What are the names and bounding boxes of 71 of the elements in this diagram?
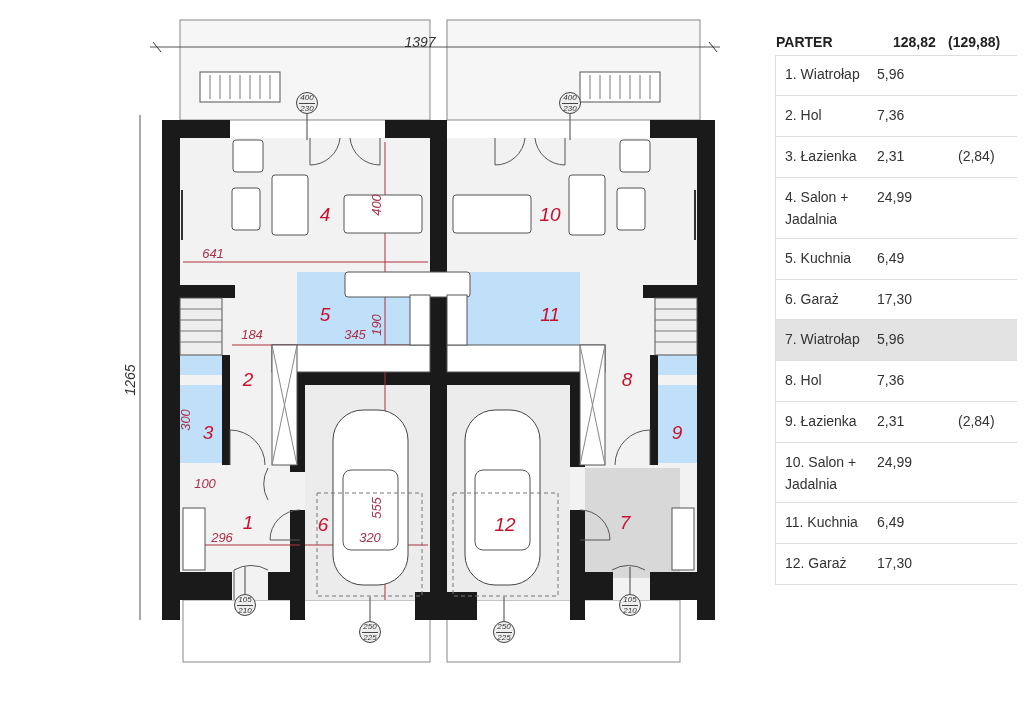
area-value: 17,30 [877, 290, 913, 309]
area-value: (2,84) [958, 412, 995, 431]
area-value: 5,96 [877, 330, 905, 349]
door-size-number: 230 [562, 104, 578, 114]
room-number: 10 [539, 204, 561, 226]
area-value: 6,49 [877, 513, 905, 532]
area-value: 5,96 [877, 65, 905, 84]
area-value: 2,31 [877, 147, 905, 166]
room-name: 2. Hol [785, 106, 823, 125]
dimension-label: 555 [368, 497, 384, 519]
leader-line [503, 596, 505, 622]
area-value: 2,31 [877, 412, 905, 431]
dimension-label: 320 [359, 529, 381, 545]
area-value: 17,30 [877, 554, 913, 573]
dimension-label: 641 [202, 245, 224, 261]
area-value: 7,36 [877, 106, 905, 125]
door-size-number: 230 [299, 104, 315, 114]
room-number: 9 [671, 422, 683, 444]
area-value: 24,99 [877, 188, 913, 207]
leader-line [629, 566, 631, 595]
dimension-label: 296 [211, 529, 233, 545]
door-size-number: 105 [622, 595, 638, 606]
room-name: 7. Wiatrołap [785, 330, 861, 349]
table-heading: PARTER [776, 33, 833, 52]
dimension-label: 1265 [122, 364, 138, 396]
area-value: 6,49 [877, 249, 905, 268]
dimension-label: 300 [177, 409, 193, 431]
room-number: 5 [319, 304, 331, 326]
room-name: 11. Kuchnia [785, 513, 859, 532]
room-name: 3. Łazienka [785, 147, 858, 166]
room-name: 4. Salon + Jadalnia [785, 188, 850, 229]
door-size-number: 400 [562, 93, 578, 104]
room-number: 1 [242, 512, 254, 534]
door-size-number: 250 [496, 622, 512, 633]
dimension-label: 345 [344, 326, 366, 342]
room-number: 3 [202, 422, 214, 444]
room-number: 2 [242, 369, 254, 391]
door-size-number: 250 [362, 622, 378, 633]
dimension-label: 1397 [404, 34, 436, 50]
door-size-number: 210 [622, 606, 638, 616]
door-size-number: 105 [237, 595, 253, 606]
dimension-label: 190 [368, 314, 384, 336]
dimension-label: 100 [194, 475, 216, 491]
room-name: 5. Kuchnia [785, 249, 853, 268]
door-size-number: 225 [496, 633, 512, 643]
leader-line [306, 113, 308, 141]
door-size-number: 210 [237, 606, 253, 616]
room-name: 10. Salon + Jadalnia [785, 453, 858, 494]
total-area: 128,82 [893, 31, 936, 53]
area-value: 7,36 [877, 371, 905, 390]
leader-line [569, 113, 571, 141]
room-name: 8. Hol [785, 371, 823, 390]
room-number: 8 [621, 369, 633, 391]
door-size-number: 225 [362, 633, 378, 643]
room-number: 6 [317, 514, 329, 536]
area-value: (2,84) [958, 147, 995, 166]
leader-line [369, 596, 371, 622]
room-name: 12. Garaż [785, 554, 848, 573]
door-size-number: 400 [299, 93, 315, 104]
room-name: 1. Wiatrołap [785, 65, 861, 84]
total-area: (129,88) [948, 31, 1001, 53]
room-name: 9. Łazienka [785, 412, 858, 431]
area-value: 24,99 [877, 453, 913, 472]
leader-line [244, 566, 246, 595]
dimension-label: 184 [241, 326, 263, 342]
room-name: 6. Garaż [785, 290, 840, 309]
room-number: 7 [619, 512, 631, 534]
room-number: 12 [494, 514, 516, 536]
room-number: 11 [540, 304, 560, 326]
dimension-label: 400 [368, 194, 384, 216]
room-number: 4 [319, 204, 331, 226]
